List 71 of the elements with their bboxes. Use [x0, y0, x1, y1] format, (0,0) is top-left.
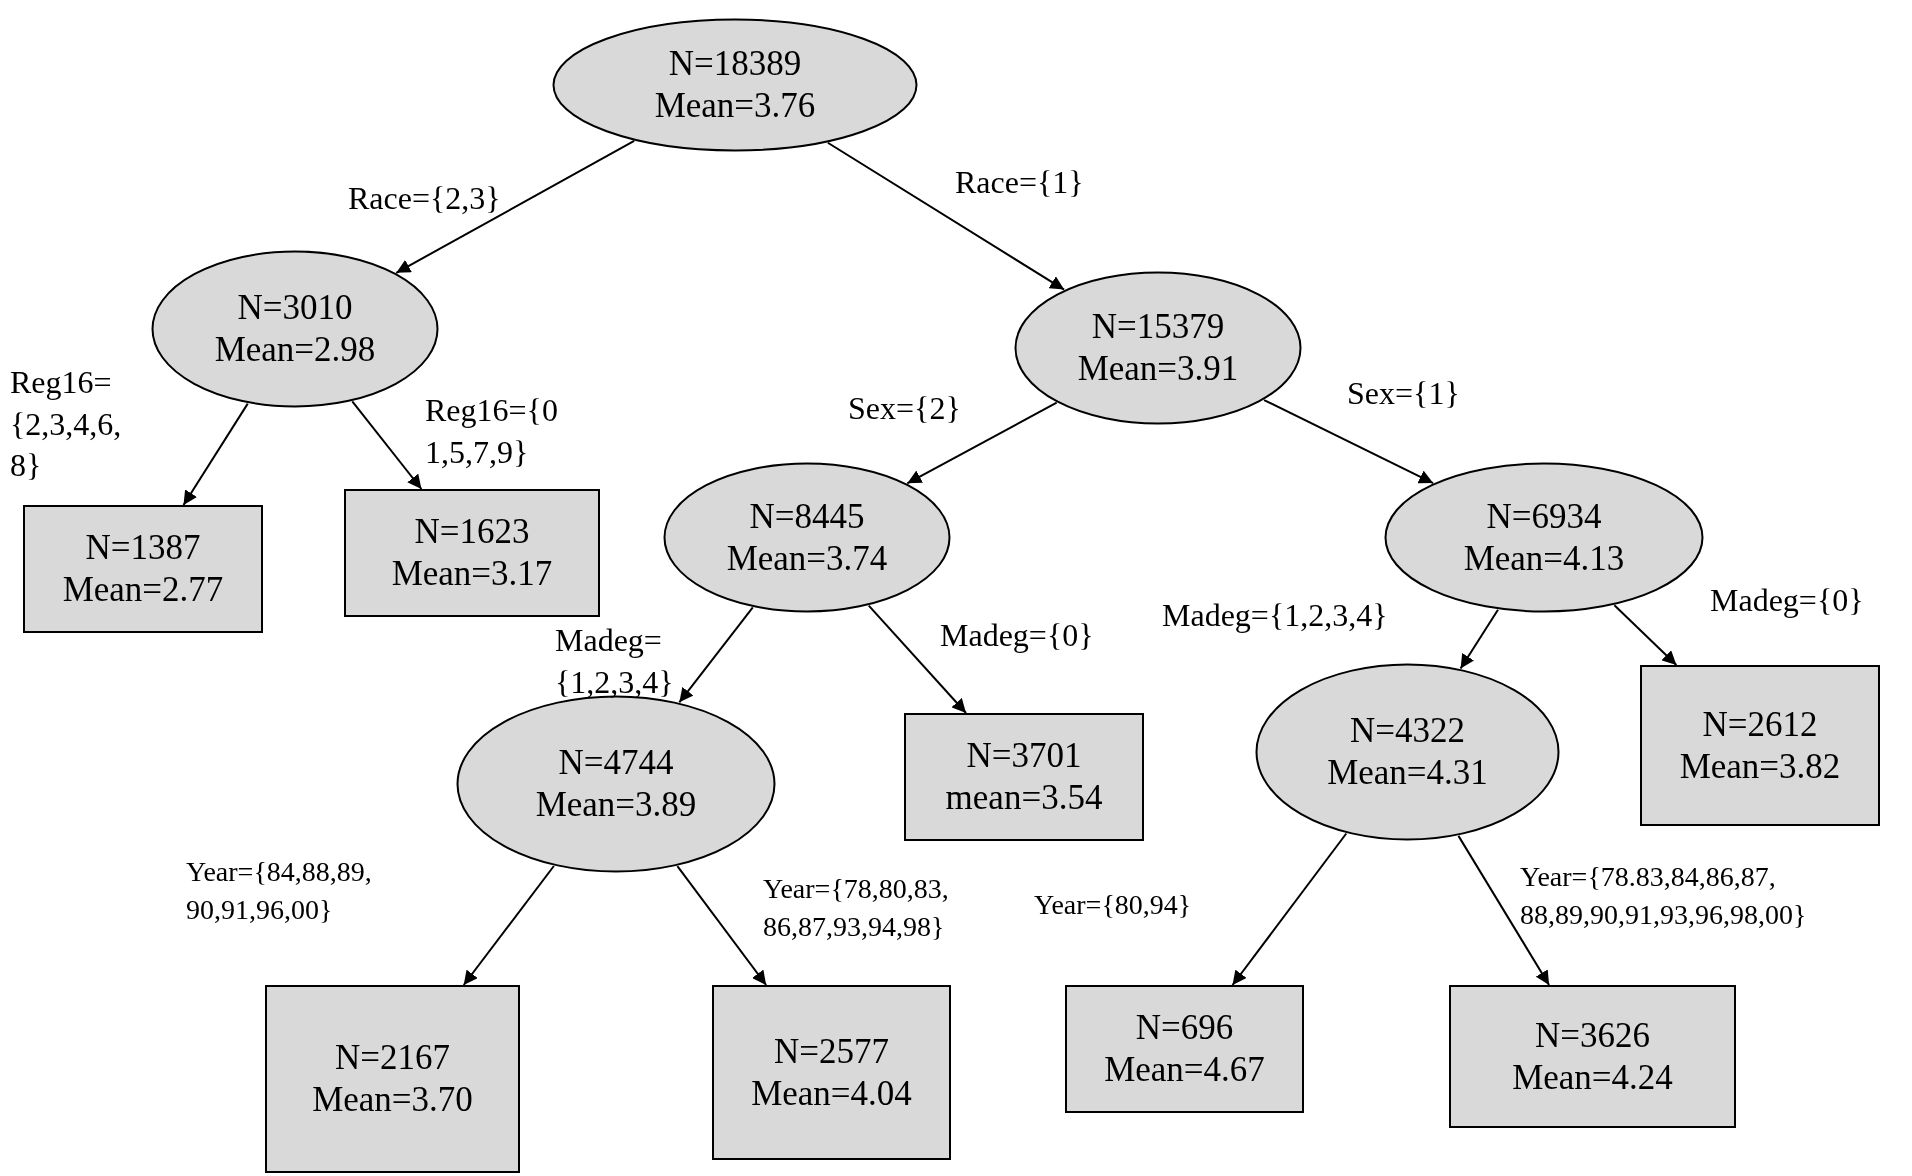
ellipse-node: [1255, 663, 1560, 841]
node-text: Mean=3.74: [726, 537, 888, 580]
node-text: mean=3.54: [945, 777, 1103, 819]
node-text: Mean=3.91: [1077, 348, 1239, 390]
node-text: N=18389: [668, 43, 802, 85]
leaf-box: [344, 489, 600, 617]
leaf-box: [904, 713, 1144, 841]
edge-label: Year={80,94}: [1034, 888, 1192, 922]
node-text: Mean=4.67: [1104, 1049, 1265, 1091]
node-text: N=4322: [1350, 710, 1465, 752]
ellipse-node: [1384, 462, 1704, 613]
edge-label: Sex={1}: [1347, 374, 1460, 413]
node-text: Mean=3.82: [1679, 745, 1841, 788]
node-text: N=3701: [966, 735, 1082, 777]
node-text: Mean=4.31: [1327, 752, 1488, 794]
leaf-box: [712, 985, 951, 1160]
ellipse-node: [552, 18, 918, 152]
edge-label: Madeg= {1,2,3,4}: [555, 621, 675, 702]
edge-label: Race={2,3}: [348, 179, 501, 218]
arrow: [826, 141, 1066, 291]
node-text: Mean=4.04: [751, 1072, 912, 1115]
node-text: Mean=2.77: [62, 569, 224, 611]
edge-label: Madeg={0}: [940, 616, 1094, 655]
arrow: [678, 606, 754, 704]
edge-label: Year={84,88,89, 90,91,96,00}: [186, 855, 373, 927]
leaf-box: [265, 985, 520, 1173]
ellipse-node: [663, 462, 951, 613]
node-text: N=6934: [1486, 495, 1602, 538]
edge-label: Year={78,80,83, 86,87,93,94,98}: [763, 872, 950, 944]
node-text: N=4744: [558, 742, 674, 784]
edge-label: Year={78.83,84,86,87, 88,89,90,91,93,96,98,00}: [1520, 860, 1808, 932]
arrow: [1263, 399, 1435, 485]
node-text: N=2167: [335, 1037, 450, 1079]
node-text: Mean=3.70: [312, 1079, 473, 1121]
arrow: [1613, 604, 1678, 666]
node-text: N=2612: [1702, 703, 1818, 746]
leaf-box: [23, 505, 263, 633]
node-text: N=1623: [414, 511, 530, 553]
arrow: [676, 865, 768, 986]
node-text: Mean=2.98: [214, 329, 376, 371]
node-text: N=696: [1135, 1007, 1234, 1049]
ellipse-node: [1014, 271, 1302, 425]
edge-label: Madeg={0}: [1710, 581, 1864, 620]
edge-label: Sex={2}: [848, 389, 961, 428]
node-text: N=2577: [774, 1030, 889, 1073]
arrow: [1231, 832, 1348, 986]
node-text: Mean=3.17: [391, 553, 553, 595]
node-text: Mean=4.13: [1463, 537, 1625, 580]
arrow: [906, 401, 1058, 485]
leaf-box: [1065, 985, 1304, 1113]
node-text: N=1387: [85, 527, 201, 569]
arrow: [1459, 608, 1499, 670]
node-text: N=8445: [749, 495, 865, 538]
leaf-box: [1449, 985, 1736, 1128]
edge-label: Madeg={1,2,3,4}: [1162, 596, 1388, 635]
arrow: [395, 139, 636, 274]
edge-label: Race={1}: [955, 163, 1084, 202]
arrow: [462, 865, 555, 986]
edge-label: Reg16={0 1,5,7,9}: [425, 391, 559, 472]
node-text: N=3010: [237, 287, 353, 329]
arrow: [867, 604, 967, 714]
node-text: N=3626: [1535, 1014, 1650, 1057]
arrow: [351, 400, 423, 490]
node-text: Mean=3.89: [535, 784, 697, 826]
arrow: [1457, 834, 1551, 986]
node-text: Mean=4.24: [1512, 1056, 1673, 1099]
node-text: N=15379: [1091, 306, 1225, 348]
leaf-box: [1640, 665, 1880, 826]
edge-label: Reg16= {2,3,4,6, 8}: [10, 363, 123, 486]
node-text: Mean=3.76: [654, 85, 816, 127]
arrow: [182, 402, 249, 506]
